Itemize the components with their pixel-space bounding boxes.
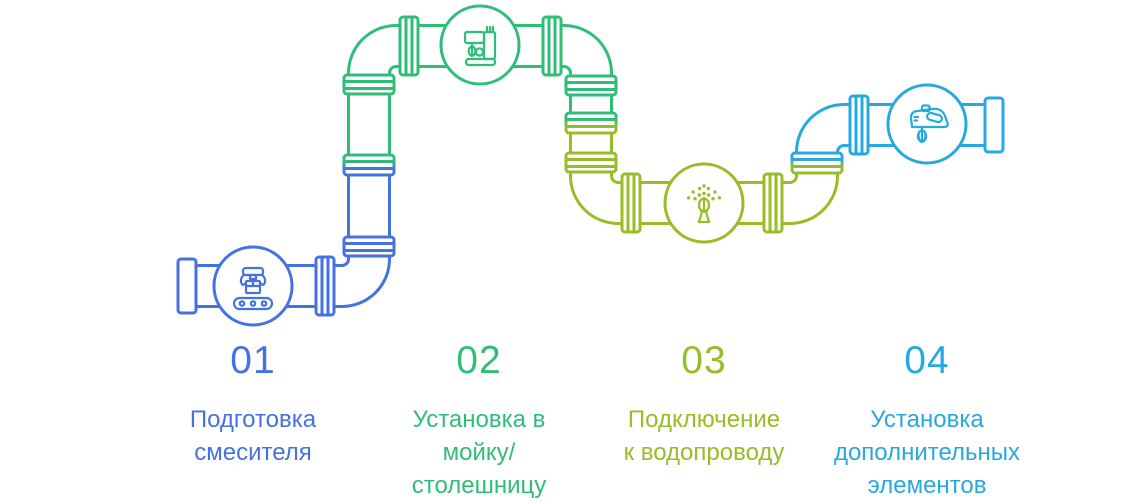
spray-dots [686,184,722,201]
pipe-flange [620,172,642,234]
step-1-column: 01 Подготовка смесителя [128,341,378,469]
pipe-run-blue [181,164,391,308]
robot-arm-conveyor-icon [232,266,274,311]
pipe-endcap-right [983,96,1005,154]
water-spray-icon [686,184,722,224]
step-3-column: 03 Подключение к водопроводу [579,341,829,469]
pipe-endcap-left [176,257,198,315]
pipe-flange [398,15,420,77]
step-2-column: 02 Установка в мойку/ столешницу [354,341,604,502]
step-4-title: Установка дополнительных элементов [833,406,1021,499]
pipe-run-cyan [795,103,994,164]
step-4-number: 04 [904,339,950,382]
step-1-number: 01 [230,339,276,382]
pipe-flange [762,172,784,234]
step-2-title: Установка в мойку/ столешницу [411,406,547,499]
step-1-title: Подготовка смесителя [189,406,317,466]
pipe-coupling-transition-olive-cyan [790,151,844,175]
pipe-flange [541,15,563,77]
pipe-coupling-transition-green-olive [564,111,618,135]
pipe-flange [314,255,336,317]
pipe-coupling [342,235,396,258]
step-3-number: 03 [681,339,727,382]
step-4-column: 04 Установка дополнительных элементов [802,341,1052,502]
pipe-flange [848,94,870,156]
pipe-coupling [564,74,618,97]
step-4-node-circle [886,83,968,165]
step-2-node-circle [439,4,521,86]
step-3-title: Подключение к водопроводу [623,406,785,466]
pipe-coupling-transition-blue-green [342,153,396,177]
step-2-number: 02 [456,339,502,382]
pipe-coupling [564,151,618,174]
stand-mixer-icon [463,25,497,67]
pipe-coupling [342,73,396,96]
hand-mixer-icon [909,104,949,144]
